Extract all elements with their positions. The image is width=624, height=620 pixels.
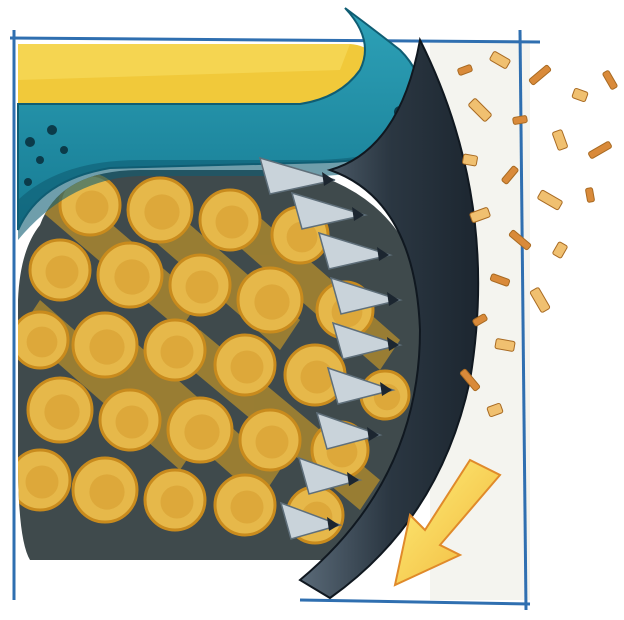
log-end — [238, 268, 302, 332]
log-end — [170, 255, 230, 315]
log-end — [28, 378, 92, 442]
log-end — [215, 475, 275, 535]
log-end — [12, 312, 68, 368]
log-end — [145, 470, 205, 530]
log-end — [145, 320, 205, 380]
log-end — [100, 390, 160, 450]
log-end — [215, 335, 275, 395]
log-end — [30, 240, 90, 300]
log-end — [73, 313, 137, 377]
log-end — [168, 398, 232, 462]
log-end — [200, 190, 260, 250]
wood-chip — [462, 154, 478, 166]
log-end — [240, 410, 300, 470]
log-end — [128, 178, 192, 242]
log-end — [98, 243, 162, 307]
log-end — [10, 450, 70, 510]
log-end — [73, 458, 137, 522]
